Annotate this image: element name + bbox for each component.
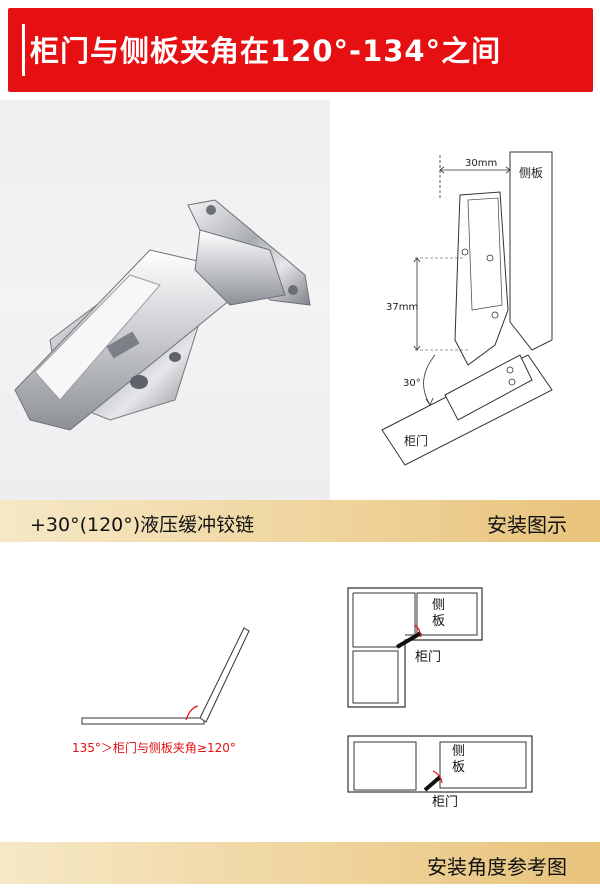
installation-drawing (381, 151, 553, 466)
label-side-panel: 侧板 (519, 166, 544, 180)
title-banner (8, 8, 593, 92)
section-title-angle-reference: 安装角度参考图 (427, 855, 567, 879)
angle-note: 135°＞柜门与侧板夹角≥120° (72, 741, 236, 755)
door-label-bottom: 柜门 (432, 795, 459, 810)
label-30deg: 30° (403, 378, 421, 389)
slot-hole (130, 375, 148, 389)
section-bar-hinge: +30°(120°)液压缓冲铰链 安装图示 (0, 500, 600, 542)
label-30mm: 30mm (465, 158, 498, 169)
angle-drawing (81, 627, 250, 725)
slot-hole (169, 352, 181, 362)
screw-hole (206, 205, 216, 215)
page-title: 柜门与侧板夹角在120°-134°之间 (30, 34, 502, 68)
section-bar-angle-reference: 安装角度参考图 (0, 842, 600, 884)
section-title-install: 安装图示 (487, 513, 567, 537)
cabinet-diagram-top (347, 587, 483, 708)
door-label-top: 柜门 (415, 650, 442, 665)
hinge-photo (0, 100, 330, 500)
side-panel-label-top-2: 板 (432, 614, 446, 629)
side-panel-label-top-1: 侧 (432, 598, 446, 613)
screw-hole (288, 285, 298, 295)
side-panel (509, 151, 553, 351)
side-panel-label-bottom-2: 板 (452, 760, 466, 775)
product-name: +30°(120°)液压缓冲铰链 (30, 514, 255, 536)
side-panel-label-bottom-1: 侧 (452, 744, 466, 759)
header: 柜门与侧板夹角在120°-134°之间 (0, 0, 600, 100)
hinge-illustration (14, 199, 311, 431)
banner-stripe (22, 24, 25, 76)
label-37mm: 37mm (386, 302, 419, 313)
label-door: 柜门 (404, 434, 429, 448)
cabinet-diagram-bottom (347, 735, 533, 793)
